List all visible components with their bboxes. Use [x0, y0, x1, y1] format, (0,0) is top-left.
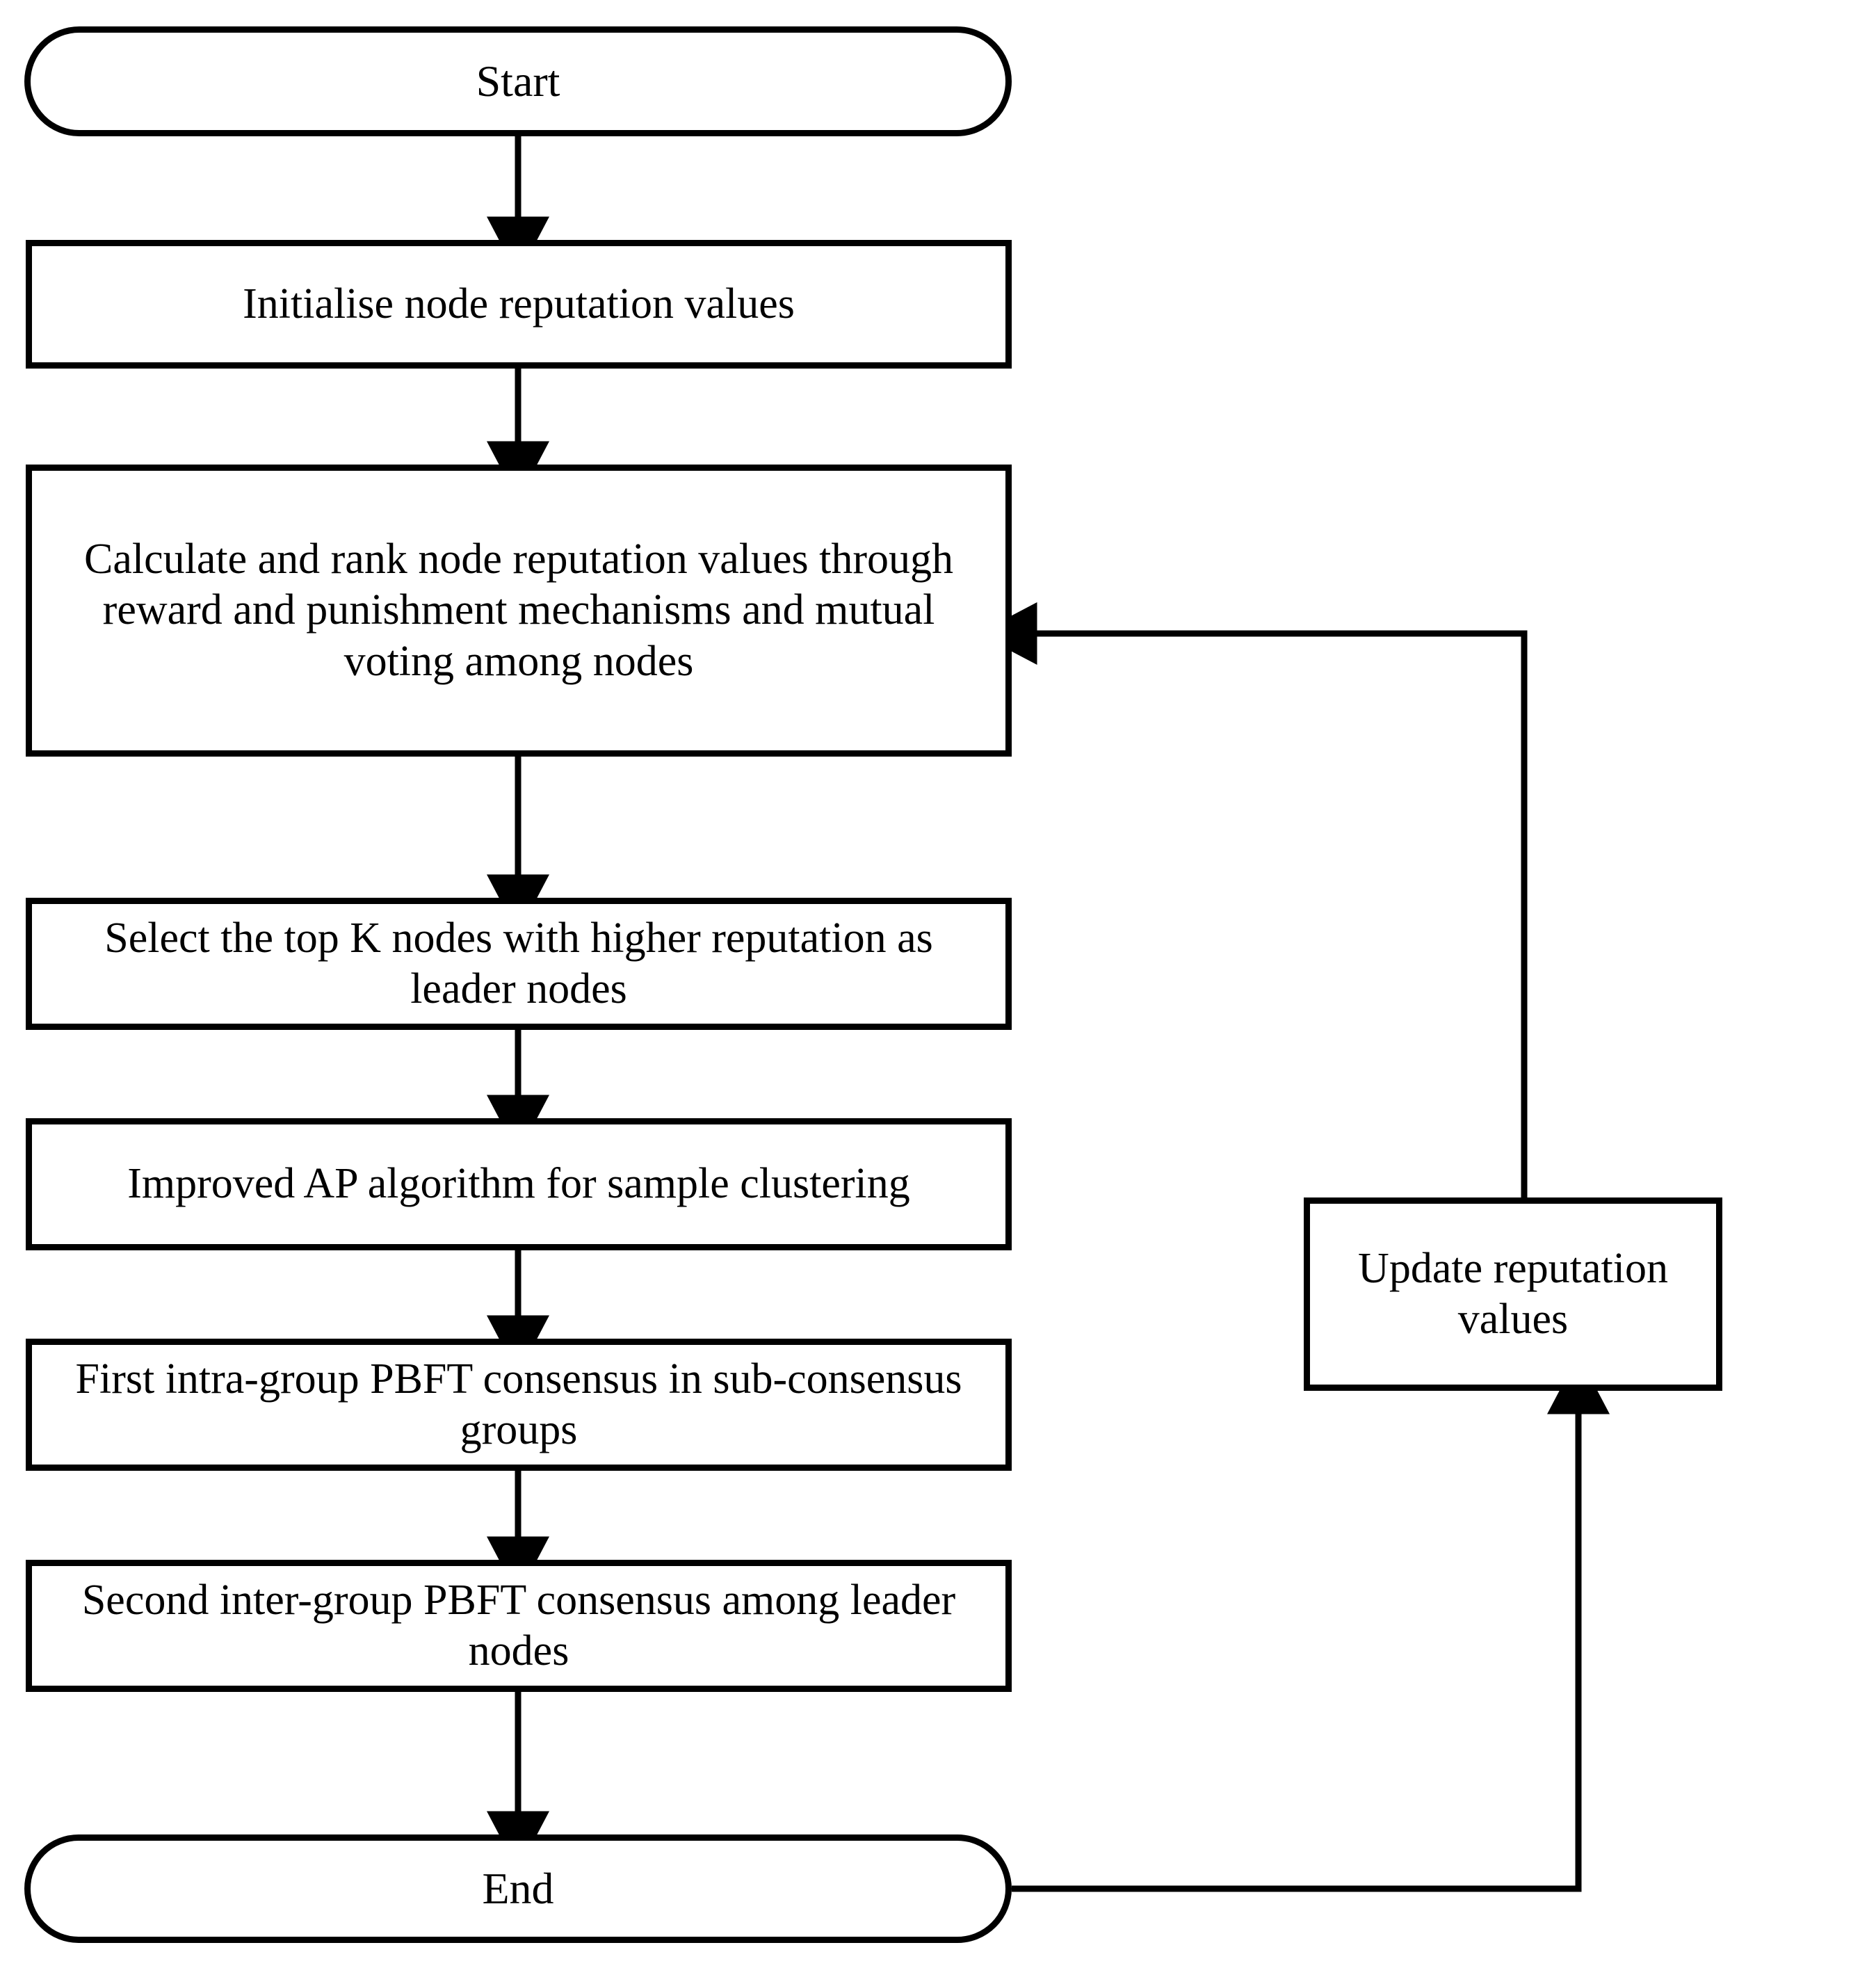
node-calculate-rank-reputation-label: Calculate and rank node reputation value…: [84, 535, 953, 685]
node-initialise-reputation[interactable]: Initialise node reputation values: [26, 240, 1012, 369]
node-second-inter-group-consensus[interactable]: Second inter-group PBFT consensus among …: [26, 1560, 1012, 1692]
node-start-label: Start: [476, 56, 560, 106]
node-initialise-reputation-label: Initialise node reputation values: [243, 280, 795, 328]
node-improved-ap-clustering[interactable]: Improved AP algorithm for sample cluster…: [26, 1118, 1012, 1250]
node-update-reputation-values[interactable]: Update reputation values: [1304, 1197, 1722, 1391]
node-end-label: End: [482, 1864, 554, 1914]
node-second-inter-group-consensus-label: Second inter-group PBFT consensus among …: [81, 1576, 956, 1675]
node-select-top-k-leaders[interactable]: Select the top K nodes with higher reput…: [26, 898, 1012, 1030]
node-update-reputation-values-label: Update reputation values: [1358, 1244, 1668, 1343]
edge-update-to-calc: [978, 602, 1528, 1197]
node-improved-ap-clustering-label: Improved AP algorithm for sample cluster…: [127, 1160, 910, 1208]
node-first-intra-group-consensus-label: First intra-group PBFT consensus in sub-…: [75, 1355, 962, 1453]
node-select-top-k-leaders-label: Select the top K nodes with higher reput…: [104, 914, 933, 1013]
edge-end-to-update: [1012, 1355, 1610, 1892]
node-calculate-rank-reputation[interactable]: Calculate and rank node reputation value…: [26, 465, 1012, 757]
node-first-intra-group-consensus[interactable]: First intra-group PBFT consensus in sub-…: [26, 1339, 1012, 1471]
node-end[interactable]: End: [24, 1834, 1012, 1943]
node-start[interactable]: Start: [24, 26, 1012, 136]
